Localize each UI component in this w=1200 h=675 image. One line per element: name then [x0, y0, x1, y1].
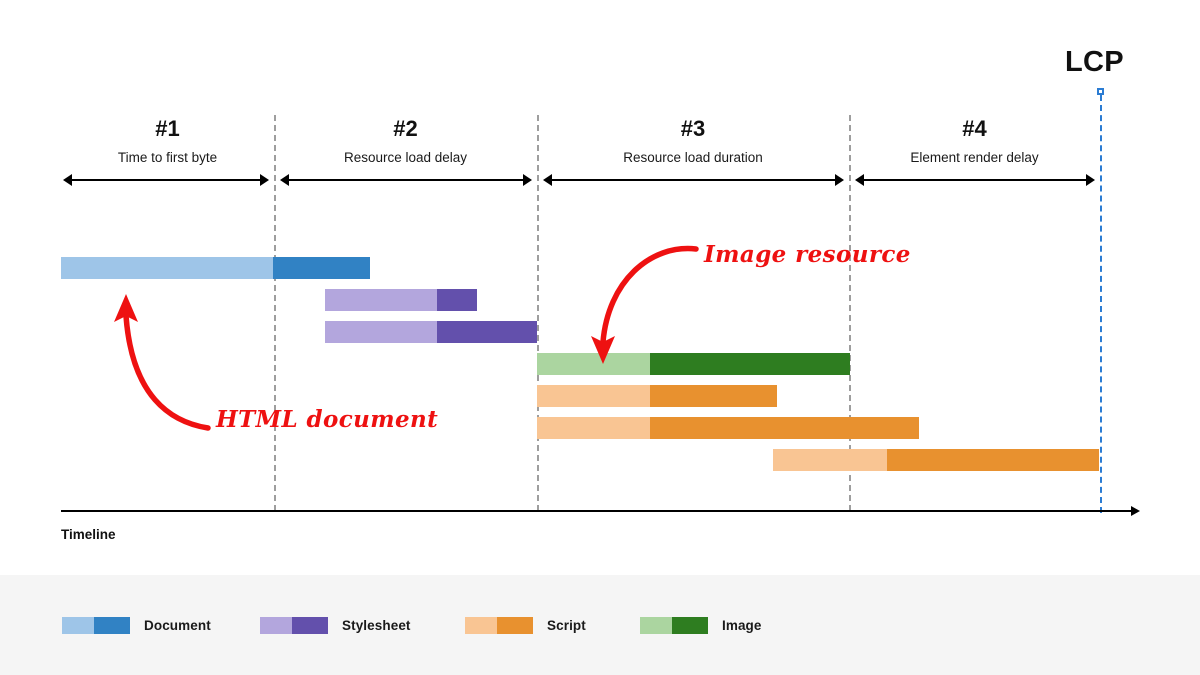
arrow-head-left: [63, 174, 72, 186]
phase-3-span-arrow: [543, 174, 844, 186]
waterfall-bar-document: [61, 257, 370, 279]
image-resource-annotation: Image resource: [704, 241, 911, 268]
phase-1: #1 Time to first byte: [61, 118, 274, 166]
bar-segment-wait: [537, 353, 650, 375]
bar-segment-wait: [325, 321, 437, 343]
legend-swatch-script: [465, 616, 533, 634]
timeline-axis: [61, 506, 1140, 516]
bar-segment-load: [273, 257, 370, 279]
arrow-shaft: [549, 179, 838, 181]
legend: Document Stylesheet Script: [0, 575, 1200, 675]
lcp-label: LCP: [1065, 46, 1124, 78]
arrow-head-right: [835, 174, 844, 186]
arrow-head-left: [855, 174, 864, 186]
legend-swatch-image: [640, 616, 708, 634]
phase-2-span-arrow: [280, 174, 532, 186]
phase-divider-2: [537, 115, 539, 511]
arrow-head-right: [260, 174, 269, 186]
arrow-head-left: [543, 174, 552, 186]
bar-segment-load: [650, 385, 777, 407]
legend-label-document: Document: [144, 617, 211, 633]
phase-2-label: Resource load delay: [343, 150, 468, 165]
axis-shaft: [61, 510, 1133, 512]
swatch-light: [640, 616, 672, 634]
legend-item-script[interactable]: Script: [465, 615, 586, 635]
legend-item-stylesheet[interactable]: Stylesheet: [260, 615, 411, 635]
bar-segment-load: [437, 321, 537, 343]
arrow-head-right: [1086, 174, 1095, 186]
arrow-shaft: [861, 179, 1089, 181]
lcp-dashed-line: [1100, 95, 1102, 513]
axis-arrow-head-icon: [1131, 506, 1140, 516]
phase-2-number: #2: [393, 116, 418, 141]
bar-segment-wait: [537, 385, 650, 407]
legend-item-document[interactable]: Document: [62, 615, 211, 635]
legend-swatch-stylesheet: [260, 616, 328, 634]
phase-3-label: Resource load duration: [623, 150, 763, 165]
swatch-light: [465, 616, 497, 634]
lcp-marker-icon: [1097, 88, 1104, 95]
phase-divider-3: [849, 115, 851, 511]
waterfall-bar-script-3: [773, 449, 1099, 471]
arrow-shaft: [286, 179, 526, 181]
phase-1-label: Time to first byte: [117, 150, 218, 165]
image-resource-arrow-icon: [591, 245, 699, 364]
legend-label-stylesheet: Stylesheet: [342, 617, 411, 633]
bar-segment-load: [650, 417, 919, 439]
legend-label-image: Image: [722, 617, 762, 633]
bar-segment-load: [437, 289, 477, 311]
phase-2: #2 Resource load delay: [274, 118, 537, 166]
swatch-light: [260, 616, 292, 634]
bar-segment-load: [887, 449, 1099, 471]
phase-3: #3 Resource load duration: [537, 118, 849, 166]
bar-segment-wait: [537, 417, 650, 439]
legend-band: Document Stylesheet Script: [0, 575, 1200, 675]
phase-divider-1: [274, 115, 276, 511]
phase-4: #4 Element render delay: [849, 118, 1100, 166]
waterfall-bar-script-2: [537, 417, 919, 439]
arrow-head-left: [280, 174, 289, 186]
html-document-arrow-icon: [114, 294, 211, 431]
legend-label-script: Script: [547, 617, 586, 633]
swatch-dark: [94, 616, 130, 634]
arrow-shaft: [69, 179, 263, 181]
swatch-light: [62, 616, 94, 634]
swatch-dark: [497, 616, 533, 634]
waterfall-bar-stylesheet-2: [325, 321, 537, 343]
phase-4-number: #4: [962, 116, 987, 141]
bar-segment-wait: [61, 257, 273, 279]
swatch-dark: [292, 616, 328, 634]
phase-4-span-arrow: [855, 174, 1095, 186]
legend-item-image[interactable]: Image: [640, 615, 762, 635]
bar-segment-wait: [325, 289, 437, 311]
html-document-annotation: HTML document: [216, 406, 439, 433]
phase-3-number: #3: [680, 116, 706, 141]
bar-segment-load: [650, 353, 850, 375]
arrow-head-right: [523, 174, 532, 186]
waterfall-bar-stylesheet-1: [325, 289, 477, 311]
swatch-dark: [672, 616, 708, 634]
phase-4-label: Element render delay: [910, 150, 1039, 165]
legend-swatch-document: [62, 616, 130, 634]
bar-segment-wait: [773, 449, 887, 471]
waterfall-bar-script-1: [537, 385, 777, 407]
phase-1-span-arrow: [63, 174, 269, 186]
timeline-axis-label: Timeline: [61, 527, 116, 542]
phase-1-number: #1: [155, 116, 180, 141]
waterfall-bar-image: [537, 353, 850, 375]
